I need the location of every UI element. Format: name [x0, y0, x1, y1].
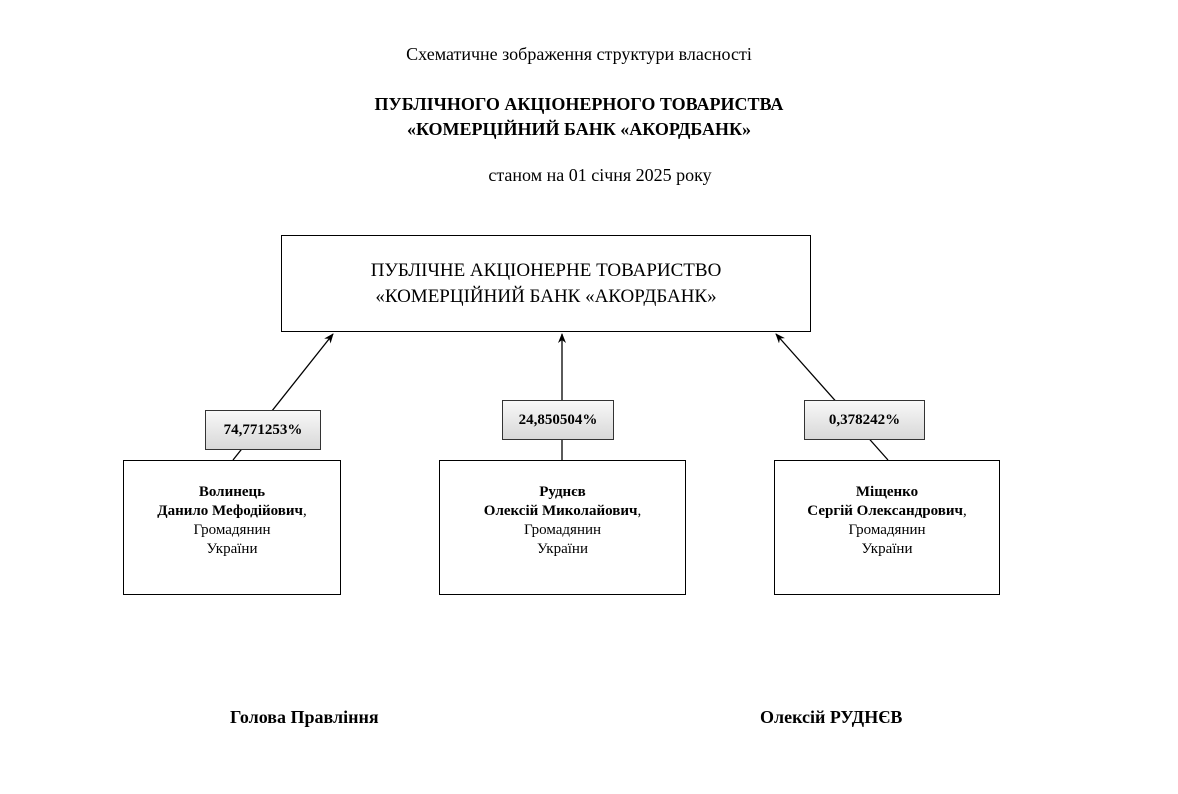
comma: ,	[303, 503, 307, 519]
company-line-1: ПУБЛІЧНЕ АКЦІОНЕРНЕ ТОВАРИСТВО	[370, 259, 722, 281]
comma: ,	[962, 503, 967, 519]
document-subtitle: Схематичне зображення структури власност…	[406, 44, 752, 64]
shareholder-box-2: Руднєв Олексій Миколайович, Громадянин У…	[439, 460, 686, 595]
share-label-2: 24,850504%	[502, 400, 614, 440]
company-line-2: «КОМЕРЦІЙНИЙ БАНК «АКОРДБАНК»	[375, 285, 717, 307]
shareholder-name: Сергій Олександрович	[807, 503, 963, 519]
signatory-position: Голова Правління	[230, 707, 379, 727]
shareholder-country: України	[537, 541, 588, 557]
signatory-name: Олексій РУДНЄВ	[760, 707, 903, 727]
shareholder-status: Громадянин	[193, 522, 271, 538]
shareholder-status: Громадянин	[523, 522, 602, 538]
report-date: станом на 01 січня 2025 року	[488, 165, 712, 185]
arrow-shareholder-3	[775, 333, 889, 461]
shareholder-box-3: Міщенко Сергій Олександрович, Громадянин…	[774, 460, 1000, 595]
shareholder-name: Олексій Миколайович	[483, 503, 638, 519]
title-line-2: «КОМЕРЦІЙНИЙ БАНК «АКОРДБАНК»	[406, 119, 752, 139]
shareholder-surname: Руднєв	[539, 484, 586, 500]
comma: ,	[637, 503, 642, 519]
shareholder-country: України	[206, 541, 258, 557]
document-title: ПУБЛІЧНОГО АКЦІОНЕРНОГО ТОВАРИСТВА «КОМЕ…	[0, 92, 1158, 142]
shareholder-name: Данило Мефодійович	[157, 503, 303, 519]
shareholder-box-1: Волинець Данило Мефодійович, Громадянин …	[123, 460, 341, 595]
company-box: ПУБЛІЧНЕ АКЦІОНЕРНЕ ТОВАРИСТВО «КОМЕРЦІЙ…	[281, 235, 811, 332]
shareholder-status: Громадянин	[848, 522, 926, 538]
share-label-3: 0,378242%	[804, 400, 925, 440]
shareholder-surname: Міщенко	[855, 484, 919, 500]
shareholder-surname: Волинець	[198, 484, 266, 500]
share-label-1: 74,771253%	[205, 410, 321, 450]
title-line-1: ПУБЛІЧНОГО АКЦІОНЕРНОГО ТОВАРИСТВА	[374, 94, 784, 114]
shareholder-country: України	[861, 541, 913, 557]
